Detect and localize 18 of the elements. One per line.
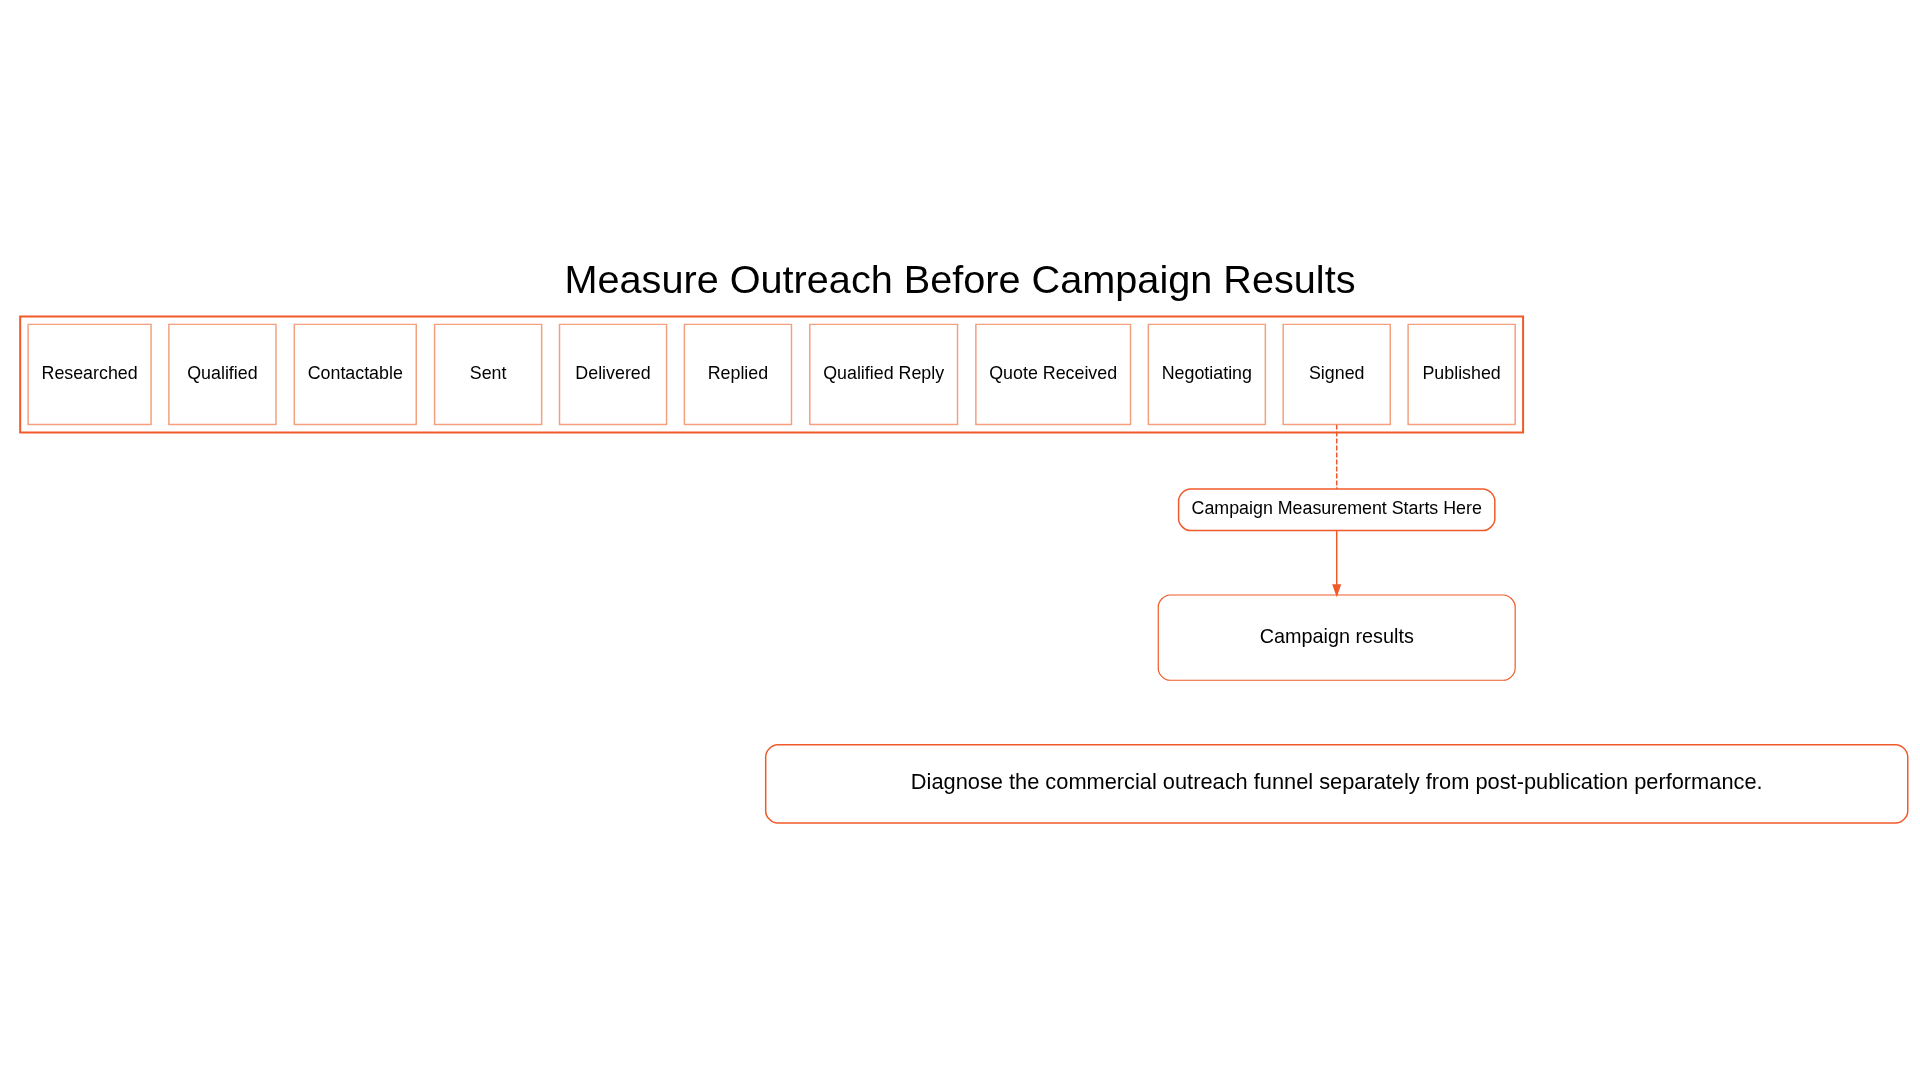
node-box: Replied [683, 323, 793, 426]
node-box: Diagnose the commercial outreach funnel separately from post-publication performance. [764, 743, 1909, 824]
node-box: Signed [1282, 323, 1391, 426]
cluster [19, 315, 1525, 434]
node-box: Delivered [558, 323, 668, 426]
node-box: Qualified Reply [809, 323, 959, 426]
node-box: Sent [433, 323, 543, 426]
node-box: Contactable [293, 323, 417, 426]
node-box: Quote Received [975, 323, 1132, 426]
node-box: Negotiating [1147, 323, 1267, 426]
node-box: Campaign results [1157, 594, 1516, 681]
node-box: Qualified [168, 323, 277, 426]
diagram-title: Measure Outreach Before Campaign Results [564, 256, 1356, 301]
node-box: Campaign Measurement Starts Here [1177, 488, 1496, 532]
node-box: Published [1407, 323, 1516, 426]
connector [1335, 423, 1338, 490]
node-box: Researched [27, 323, 152, 426]
arrow [1332, 529, 1342, 598]
